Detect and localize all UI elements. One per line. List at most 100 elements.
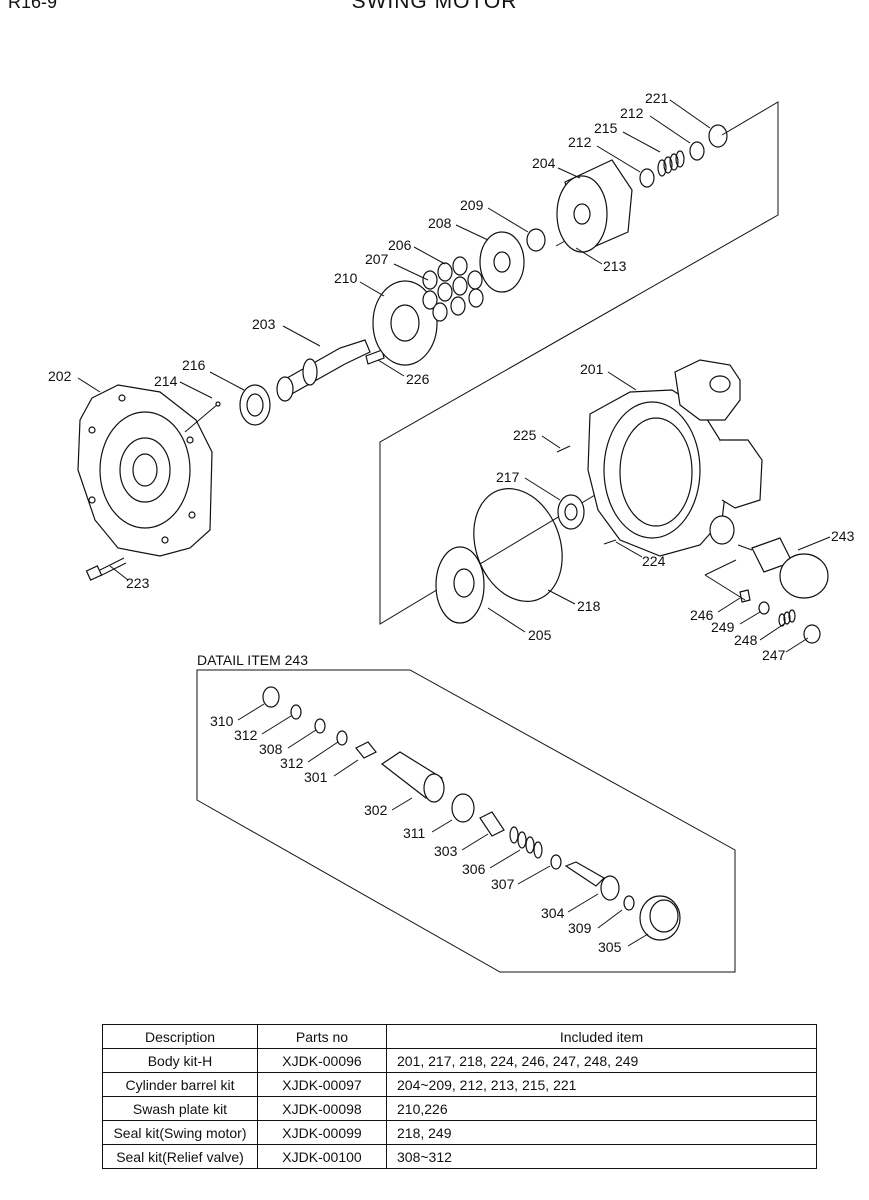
column-header: Description: [102, 1024, 258, 1049]
callout-label: 248: [734, 632, 758, 648]
callout-label: 308: [259, 741, 283, 757]
callout-label: 206: [388, 237, 412, 253]
callout-label: 246: [690, 607, 714, 623]
included-item-cell: 204~209, 212, 213, 215, 221: [386, 1072, 817, 1097]
part-247-plug: [803, 624, 821, 644]
description-cell: Body kit-H: [102, 1048, 258, 1073]
table-row: Swash plate kit XJDK-00098 210,226: [102, 1096, 817, 1121]
detail-leader-lines: [237, 703, 649, 947]
callout-label: 223: [126, 575, 150, 591]
part-204-cylinder-barrel: [556, 159, 633, 253]
callout-label: 210: [334, 270, 358, 286]
callout-label: 207: [365, 251, 389, 267]
part-303-poppet: [479, 811, 505, 837]
callout-label: 221: [645, 90, 669, 106]
callout-label: 213: [603, 258, 627, 274]
part-215-spring: [657, 150, 685, 177]
column-header: Parts no: [257, 1024, 387, 1049]
part-312-ring-a: [290, 704, 302, 720]
part-306-spring: [509, 826, 543, 859]
callout-label: 209: [460, 197, 484, 213]
leader-246: [704, 559, 737, 576]
callout-label: 312: [234, 727, 258, 743]
description-cell: Swash plate kit: [102, 1096, 258, 1121]
part-226-pin: [365, 349, 385, 365]
part-212-washer-b: [689, 141, 705, 161]
part-206-207-pistons: [422, 256, 484, 322]
part-243-relief-valve: [737, 537, 829, 599]
callout-label: 303: [434, 843, 458, 859]
callout-label: 247: [762, 647, 786, 663]
main-leader-lines: [77, 99, 831, 653]
callout-label: 225: [513, 427, 537, 443]
part-307-ring: [550, 854, 562, 870]
table-row: Cylinder barrel kit XJDK-00097 204~209, …: [102, 1072, 817, 1097]
callout-label: 302: [364, 802, 388, 818]
part-224-pin: [603, 539, 617, 545]
callout-label: 208: [428, 215, 452, 231]
detail-callout-labels: 301 302 303 304 305 306 307 308 309 310 …: [210, 713, 622, 955]
callout-label: 249: [711, 619, 735, 635]
assembly-frame: [379, 101, 779, 625]
callout-label: 215: [594, 120, 618, 136]
callout-label: 212: [620, 105, 644, 121]
part-203-shaft: [276, 339, 371, 402]
detail-parts: [262, 686, 681, 941]
part-218-o-ring: [473, 488, 563, 602]
callout-label: 307: [491, 876, 515, 892]
column-header: Included item: [386, 1024, 817, 1049]
part-217-bearing: [557, 494, 585, 530]
callout-label: 217: [496, 469, 520, 485]
parts-no-cell: XJDK-00098: [257, 1096, 387, 1121]
page-title: SWING MOTOR: [351, 0, 518, 13]
callout-label: 226: [406, 371, 430, 387]
part-205-plate: [435, 546, 485, 624]
included-item-cell: 308~312: [386, 1144, 817, 1169]
callout-label: 205: [528, 627, 552, 643]
part-202-cover: [77, 384, 213, 557]
part-311-ring: [451, 793, 475, 823]
part-301-piston: [355, 741, 377, 759]
part-248-spring: [778, 609, 796, 627]
table-header-row: Description Parts no Included item: [102, 1024, 817, 1049]
table-row: Body kit-H XJDK-00096 201, 217, 218, 224…: [102, 1048, 817, 1073]
kit-table: Description Parts no Included item Body …: [102, 1024, 817, 1169]
part-208-retainer-plate: [479, 231, 525, 293]
part-212-washer-a: [639, 168, 655, 188]
callout-label: 309: [568, 920, 592, 936]
included-item-cell: 210,226: [386, 1096, 817, 1121]
part-302-sleeve: [380, 751, 445, 803]
parts-no-cell: XJDK-00096: [257, 1048, 387, 1073]
table-row: Seal kit(Swing motor) XJDK-00099 218, 24…: [102, 1120, 817, 1145]
part-210-swash-plate: [372, 280, 438, 366]
part-304-stem: [564, 861, 620, 901]
callout-label: 312: [280, 755, 304, 771]
callout-label: 224: [642, 553, 666, 569]
part-221-snap-ring: [708, 124, 728, 148]
main-callout-labels: 201 202 203 204 205 206 207 208 209 210 …: [48, 90, 855, 663]
detail-title: DATAIL ITEM 243: [197, 652, 308, 668]
table-row: Seal kit(Relief valve) XJDK-00100 308~31…: [102, 1144, 817, 1169]
callout-label: 305: [598, 939, 622, 955]
callout-label: 310: [210, 713, 234, 729]
description-cell: Seal kit(Swing motor): [102, 1120, 258, 1145]
part-216-bearing: [239, 384, 271, 426]
parts-no-cell: XJDK-00099: [257, 1120, 387, 1145]
callout-label: 214: [154, 373, 178, 389]
description-cell: Seal kit(Relief valve): [102, 1144, 258, 1169]
part-246-plug: [739, 589, 751, 603]
callout-label: 301: [304, 769, 328, 785]
callout-label: 218: [577, 598, 601, 614]
part-223-bolt: [85, 557, 127, 581]
callout-label: 201: [580, 361, 604, 377]
callout-label: 216: [182, 357, 206, 373]
part-249-o-ring: [758, 601, 770, 615]
part-201-body: [587, 359, 763, 557]
detail-frame: [196, 669, 736, 973]
callout-label: 304: [541, 905, 565, 921]
part-209-bushing: [526, 228, 546, 252]
part-214-pin: [184, 401, 221, 433]
parts-no-cell: XJDK-00100: [257, 1144, 387, 1169]
page-code: R16-9: [8, 0, 58, 12]
parts-no-cell: XJDK-00097: [257, 1072, 387, 1097]
